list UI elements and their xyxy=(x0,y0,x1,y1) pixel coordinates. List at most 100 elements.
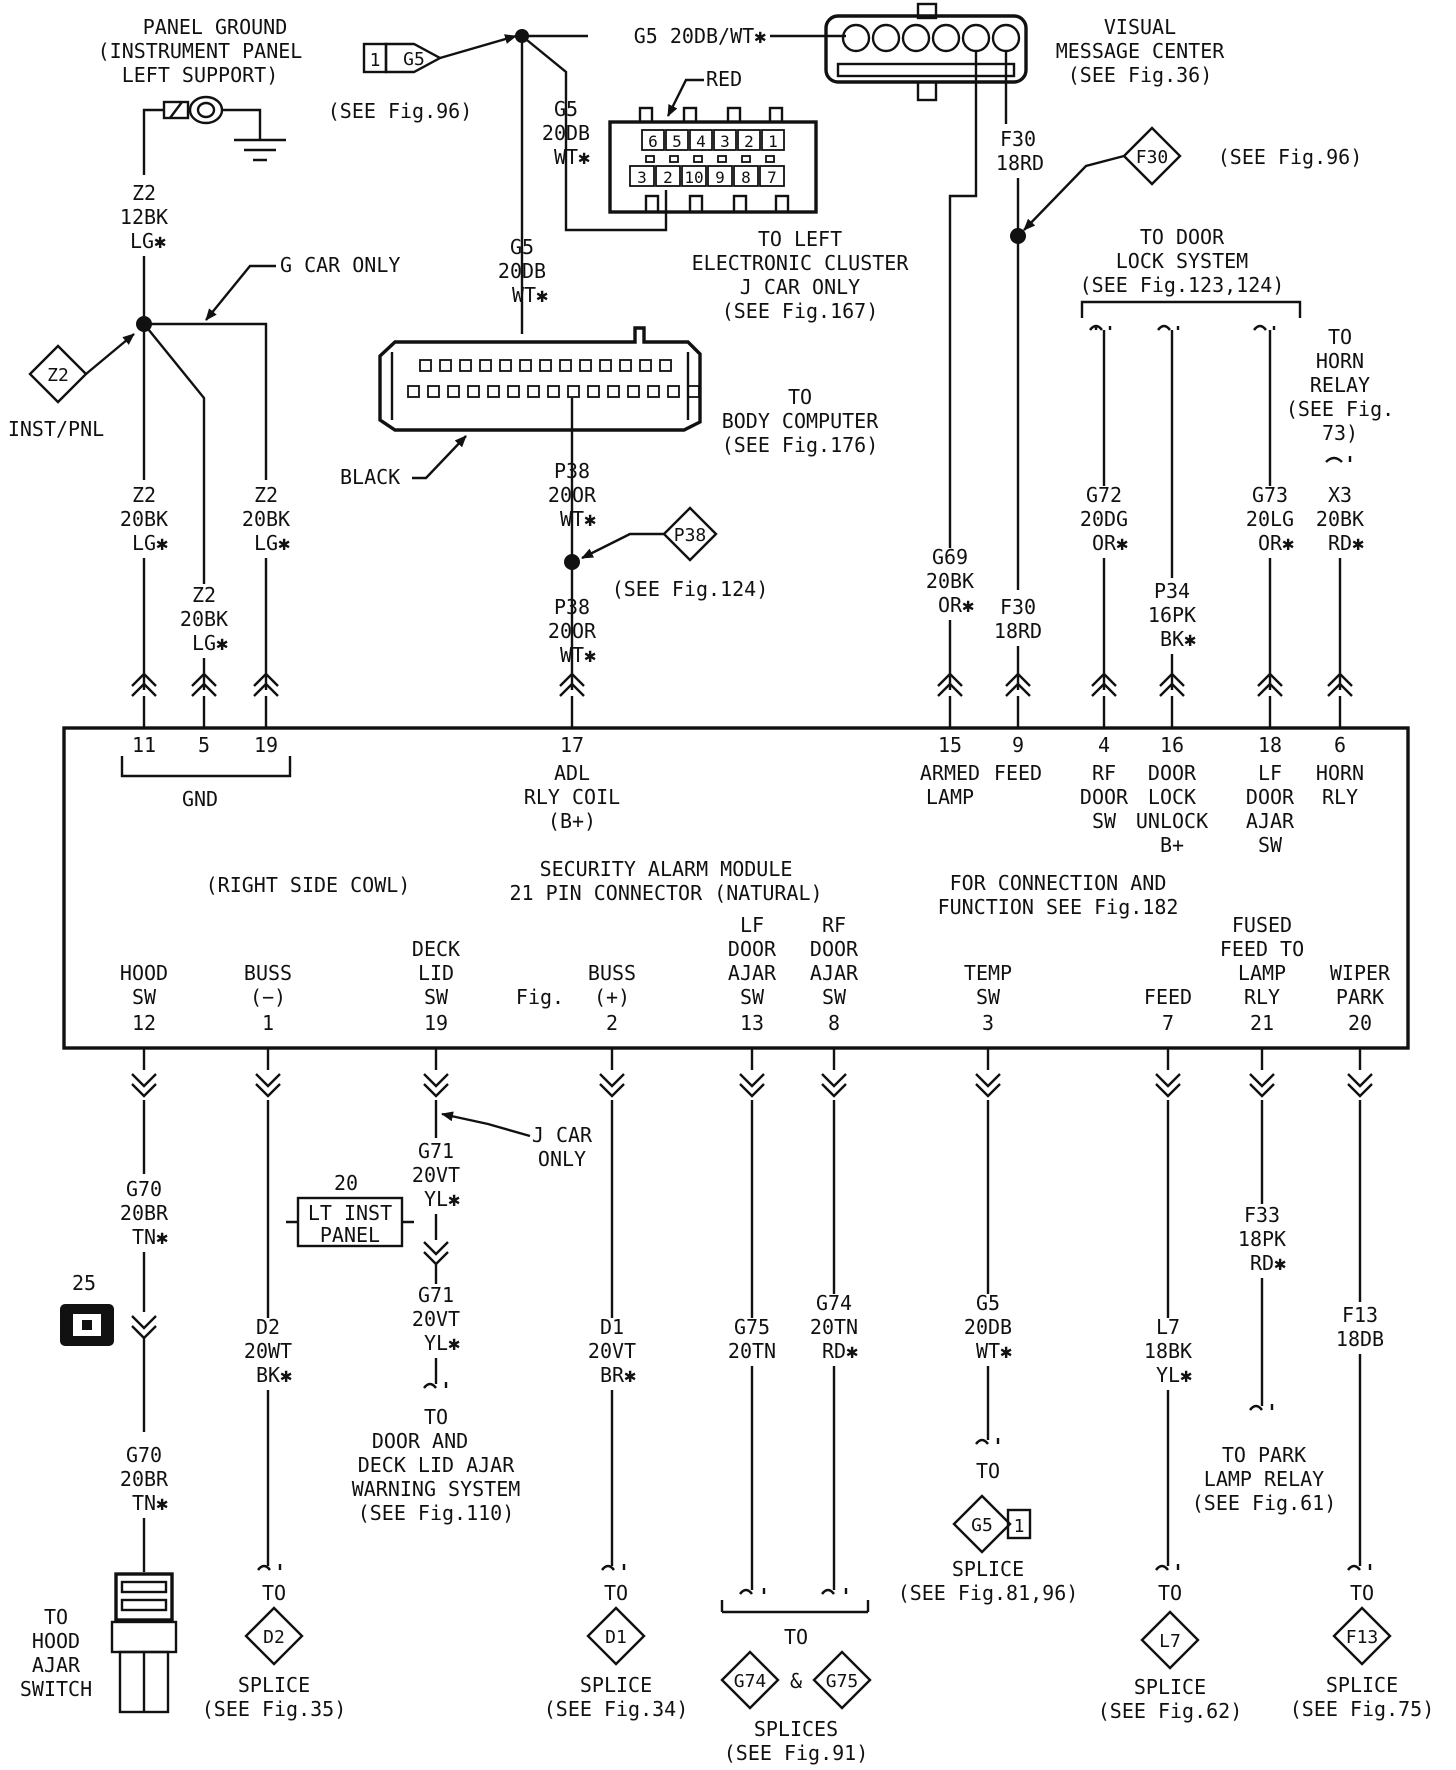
bottom-pin-label-19-2: SW xyxy=(424,985,449,1009)
f30-b-line-2: 18RD xyxy=(994,619,1042,643)
body-computer-line-1: TO xyxy=(788,385,812,409)
bc-pin-top-12 xyxy=(659,359,672,372)
bottom-pin-label-1-0: BUSS xyxy=(244,961,292,985)
panel-ground-line-2: (INSTRUMENT PANEL xyxy=(98,39,303,63)
panel-ground-line-3: LEFT SUPPORT) xyxy=(122,63,279,87)
bottom-pin-label-12-1: SW xyxy=(132,985,157,1009)
top-pin-num-9: 9 xyxy=(1012,733,1024,757)
g5-c-line-3: WT✱ xyxy=(976,1339,1012,1363)
park-lamp-line-2: LAMP RELAY xyxy=(1204,1467,1324,1491)
g70-b-line-3: TN✱ xyxy=(132,1491,168,1515)
bottom-pin-num-3: 3 xyxy=(982,1011,994,1035)
bc-pin-top-3 xyxy=(479,359,492,372)
g5-top-wire-label: G5 20DB/WT✱ xyxy=(634,24,766,48)
f30-reference: F30 xyxy=(1122,126,1182,186)
cluster-bottom-pin-9: 9 xyxy=(707,165,733,187)
z2-a-line-1: Z2 xyxy=(132,483,156,507)
g74-line-3: RD✱ xyxy=(822,1339,858,1363)
to-g74-g75: TO xyxy=(784,1625,808,1649)
splices-g74-g75-line-1: SPLICES xyxy=(754,1717,838,1741)
panel-ground-line-1: PANEL GROUND xyxy=(143,15,288,39)
g69-line-1: G69 xyxy=(932,545,968,569)
bottom-pin-label-19-0: DECK xyxy=(412,937,460,961)
bc-pin-top-4 xyxy=(499,359,512,372)
z2-b-line-1: Z2 xyxy=(192,583,216,607)
bottom-connector-3 xyxy=(599,1048,625,1098)
g72-line-2: 20DG xyxy=(1080,507,1128,531)
left-cluster-line-4: (SEE Fig.167) xyxy=(722,299,879,323)
f33-line-1: F33 xyxy=(1244,1203,1280,1227)
horn-relay-line-2: HORN xyxy=(1316,349,1364,373)
p34-line-2: 16PK xyxy=(1148,603,1196,627)
bc-pin-top-8 xyxy=(579,359,592,372)
bc-pin-bottom-5 xyxy=(507,385,520,398)
top-pin-label-4-1: DOOR xyxy=(1080,785,1129,809)
cluster-bottom-pin-label-10: 10 xyxy=(684,168,703,187)
door-lock-system-label: TO DOOR LOCK SYSTEM (SEE Fig.123,124) xyxy=(1080,225,1285,297)
deck-lid-line-2: DOOR AND xyxy=(372,1429,468,1453)
g74-line-2: 20TN xyxy=(810,1315,858,1339)
bottom-pin-num-2: 2 xyxy=(606,1011,618,1035)
top-connector-3 xyxy=(559,672,585,728)
to-f13: TO xyxy=(1350,1581,1374,1605)
splices-g74-g75-line-2: (SEE Fig.91) xyxy=(724,1741,869,1765)
bottom-pin-num-13: 13 xyxy=(740,1011,764,1035)
l7-reference: L7 xyxy=(1140,1610,1200,1670)
bottom-pin-num-7: 7 xyxy=(1162,1011,1174,1035)
visual-message-center-connector xyxy=(824,2,1028,102)
top-pin-num-4: 4 xyxy=(1098,733,1110,757)
vmc-line-1: VISUAL xyxy=(1104,15,1176,39)
l7-diamond-tag: L7 xyxy=(1159,1631,1181,1652)
top-pin-label-6-0: HORN xyxy=(1316,761,1364,785)
park-lamp-label: TO PARK LAMP RELAY (SEE Fig.61) xyxy=(1192,1443,1337,1515)
top-connector-1 xyxy=(191,672,217,728)
left-cluster-line-3: J CAR ONLY xyxy=(740,275,860,299)
x3-line-1: X3 xyxy=(1328,483,1352,507)
p38-a-line-1: P38 xyxy=(554,459,590,483)
g71-b-line-2: 20VT xyxy=(412,1307,460,1331)
z2-c-line-1: Z2 xyxy=(254,483,278,507)
bottom-connector-1 xyxy=(255,1048,281,1098)
bc-pin-bottom-13 xyxy=(667,385,680,398)
module-name-line-1: SECURITY ALARM MODULE xyxy=(540,857,793,881)
splice-d2-line-1: SPLICE xyxy=(238,1673,310,1697)
horn-relay-line-4: (SEE Fig. xyxy=(1286,397,1394,421)
cluster-bottom-pin-10: 10 xyxy=(681,165,707,187)
f33-line-2: 18PK xyxy=(1238,1227,1286,1251)
cluster-top-pin-5: 5 xyxy=(665,129,689,151)
see-fig-96-right: (SEE Fig.96) xyxy=(1218,145,1363,169)
body-computer-connector xyxy=(378,326,702,432)
g69-line-2: 20BK xyxy=(926,569,974,593)
z2-top-line-2: 12BK xyxy=(120,205,168,229)
splice-f13-line-1: SPLICE xyxy=(1326,1673,1398,1697)
bottom-pin-label-8-0: RF xyxy=(822,913,846,937)
connection-note-line-1: FOR CONNECTION AND xyxy=(950,871,1167,895)
bottom-pin-label-20-1: PARK xyxy=(1336,985,1384,1009)
cluster-top-pin-2: 2 xyxy=(737,129,761,151)
body-computer-pins xyxy=(407,359,700,398)
body-computer-line-3: (SEE Fig.176) xyxy=(722,433,879,457)
cluster-bottom-pin-label-9: 9 xyxy=(715,168,725,187)
bottom-pin-label-21-1: FEED TO xyxy=(1220,937,1304,961)
left-cluster-line-2: ELECTRONIC CLUSTER xyxy=(692,251,910,275)
cluster-bottom-pin-2: 2 xyxy=(655,165,681,187)
f13-diamond-tag: F13 xyxy=(1346,1627,1379,1648)
bottom-pin-num-20: 20 xyxy=(1348,1011,1372,1035)
door-lock-line-1: TO DOOR xyxy=(1140,225,1225,249)
deck-lid-label: TO DOOR AND DECK LID AJAR WARNING SYSTEM… xyxy=(352,1405,521,1525)
top-connector-7 xyxy=(1159,672,1185,728)
top-pin-label-18-3: SW xyxy=(1258,833,1283,857)
g5-c-line-2: 20DB xyxy=(964,1315,1012,1339)
g5-left-num: 1 xyxy=(370,50,381,71)
g75-line-2: 20TN xyxy=(728,1339,776,1363)
cluster-bottom-pin-8: 8 xyxy=(733,165,759,187)
cluster-top-pin-6: 6 xyxy=(641,129,665,151)
deck-lid-line-3: DECK LID AJAR xyxy=(358,1453,515,1477)
cluster-top-pin-3: 3 xyxy=(713,129,737,151)
top-connector-5 xyxy=(1005,672,1031,728)
panel-ground-label: PANEL GROUND (INSTRUMENT PANEL LEFT SUPP… xyxy=(98,15,303,87)
bottom-pin-label-3-1: SW xyxy=(976,985,1001,1009)
d2-line-1: D2 xyxy=(256,1315,280,1339)
